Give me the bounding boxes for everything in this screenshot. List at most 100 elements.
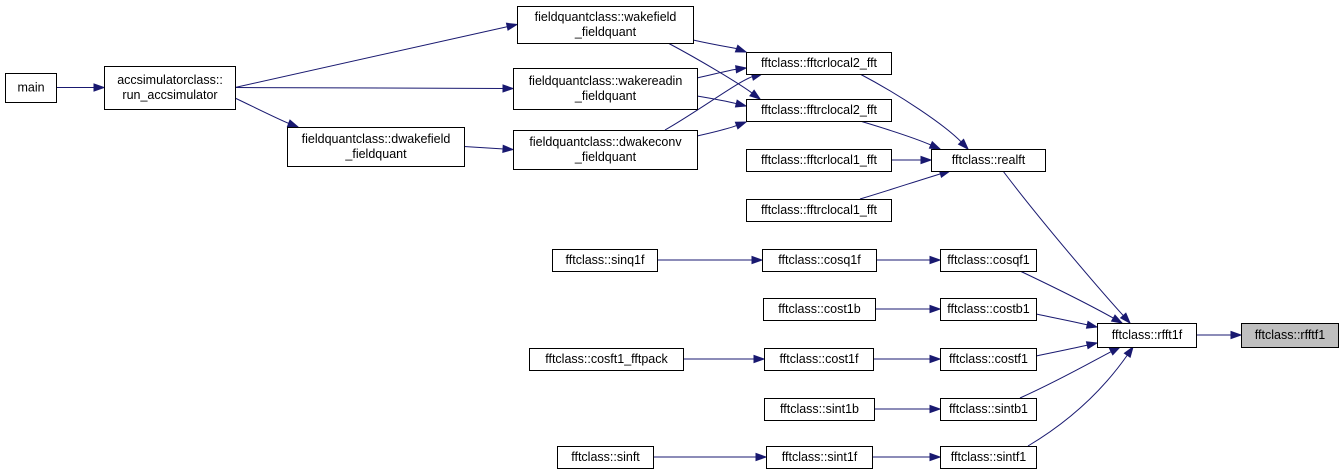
node-box [940, 348, 1037, 371]
edge-fftrclocal1-to-realft [859, 169, 952, 200]
node-box [940, 398, 1037, 421]
node-cost1f[interactable]: fftclass::cost1f [764, 348, 874, 371]
node-fftcrlocal2[interactable]: fftclass::fftcrlocal2_fft [746, 52, 892, 75]
node-label: fieldquantclass::wakefield [535, 10, 677, 24]
arrowhead-icon [93, 83, 106, 92]
node-fftrclocal2[interactable]: fftclass::fftrclocal2_fft [746, 99, 892, 122]
arrowhead-icon [928, 140, 942, 150]
node-sintb1[interactable]: fftclass::sintb1 [940, 398, 1037, 421]
arrowhead-icon [505, 22, 519, 31]
node-box [529, 348, 684, 371]
edge-line [234, 97, 290, 125]
node-run_acc[interactable]: accsimulatorclass::run_accsimulator [104, 66, 236, 110]
node-costf1[interactable]: fftclass::costf1 [940, 348, 1037, 371]
edge-dwakeconv-to-fftrclocal2 [696, 121, 748, 137]
node-label: fftclass::fftcrlocal1_fft [761, 153, 878, 167]
node-box [517, 6, 694, 44]
node-box [764, 398, 875, 421]
arrowhead-icon [929, 354, 942, 364]
node-label: _fieldquant [344, 147, 407, 161]
arrowhead-icon [929, 452, 942, 462]
edge-wakefield-to-fftrclocal2 [667, 42, 762, 100]
node-label: fftclass::cosqf1 [947, 253, 1029, 267]
node-label: fftclass::sint1f [782, 450, 858, 464]
arrowhead-icon [753, 354, 766, 364]
node-label: fftclass::fftrclocal1_fft [761, 203, 878, 217]
node-label: fftclass::rfftf1 [1255, 328, 1325, 342]
edge-line [1019, 270, 1115, 320]
node-costb1[interactable]: fftclass::costb1 [940, 298, 1037, 321]
edge-realft-to-rfft1f [1002, 170, 1132, 325]
node-box [746, 52, 892, 75]
edge-sint1b-to-sintb1 [874, 404, 942, 414]
node-sinq1f[interactable]: fftclass::sinq1f [552, 249, 658, 272]
node-box [940, 446, 1037, 469]
node-dwakefield[interactable]: fieldquantclass::dwakefield_fieldquant [287, 127, 465, 167]
node-realft[interactable]: fftclass::realft [931, 149, 1046, 172]
node-label: fieldquantclass::dwakeconv [529, 135, 682, 149]
arrowhead-icon [957, 138, 970, 151]
node-label: fftclass::rfft1f [1112, 328, 1183, 342]
arrowhead-icon [734, 44, 748, 53]
node-label: _fieldquant [574, 89, 637, 103]
arrowhead-icon [286, 119, 300, 128]
arrowhead-icon [755, 452, 768, 462]
edge-cosft1-to-cost1f [683, 354, 766, 364]
edge-cosq1f-to-cosqf1 [876, 255, 942, 265]
edge-wakereadin-to-fftcrlocal2 [696, 65, 748, 79]
node-sintf1[interactable]: fftclass::sintf1 [940, 446, 1037, 469]
node-dwakeconv[interactable]: fieldquantclass::dwakeconv_fieldquant [513, 130, 698, 170]
edge-line [859, 173, 942, 200]
node-wakereadin[interactable]: fieldquantclass::wakereadin_fieldquant [513, 68, 698, 110]
node-label: fftclass::sintf1 [951, 450, 1027, 464]
edge-fftrclocal2-to-realft [859, 120, 942, 150]
nodes-layer: mainaccsimulatorclass::run_accsimulatorf… [5, 6, 1339, 469]
node-cosq1f[interactable]: fftclass::cosq1f [762, 249, 877, 272]
node-label: accsimulatorclass:: [117, 73, 223, 87]
node-box [746, 99, 892, 122]
edge-line [1035, 344, 1089, 357]
node-label: fftclass::fftrclocal2_fft [761, 103, 878, 117]
node-box [5, 73, 57, 103]
edge-line [696, 68, 738, 79]
node-rfftf1[interactable]: fftclass::rfftf1 [1241, 323, 1339, 348]
node-label: fftclass::sintb1 [949, 402, 1028, 416]
node-label: fftclass::realft [952, 153, 1026, 167]
edge-cosqf1-to-rfft1f [1019, 270, 1124, 324]
node-box [287, 127, 465, 167]
node-cosqf1[interactable]: fftclass::cosqf1 [940, 249, 1037, 272]
arrowhead-icon [502, 84, 515, 93]
node-sinft[interactable]: fftclass::sinft [557, 446, 654, 469]
node-label: fftclass::cosq1f [778, 253, 861, 267]
node-fftcrlocal1[interactable]: fftclass::fftcrlocal1_fft [746, 149, 892, 172]
node-label: fftclass::sinft [571, 450, 640, 464]
node-wakefield[interactable]: fieldquantclass::wakefield_fieldquant [517, 6, 694, 44]
node-label: fftclass::cosft1_fftpack [545, 352, 668, 366]
node-rfft1f[interactable]: fftclass::rfft1f [1097, 323, 1197, 348]
node-fftrclocal1[interactable]: fftclass::fftrclocal1_fft [746, 199, 892, 222]
node-box [1097, 323, 1197, 348]
edge-costf1-to-rfft1f [1035, 341, 1099, 357]
node-label: fftclass::sinq1f [566, 253, 646, 267]
node-cosft1[interactable]: fftclass::cosft1_fftpack [529, 348, 684, 371]
node-cost1b[interactable]: fftclass::cost1b [763, 298, 876, 321]
node-sint1b[interactable]: fftclass::sint1b [764, 398, 875, 421]
node-sint1f[interactable]: fftclass::sint1f [766, 446, 873, 469]
node-box [762, 249, 877, 272]
node-label: _fieldquant [574, 25, 637, 39]
arrowhead-icon [751, 255, 764, 265]
arrowhead-icon [749, 89, 762, 100]
node-main[interactable]: main [5, 73, 57, 103]
edge-run_acc-to-wakereadin [234, 84, 515, 93]
arrowhead-icon [1110, 314, 1124, 324]
edge-main-to-run_acc [56, 83, 106, 92]
arrowhead-icon [929, 404, 942, 414]
edge-line [692, 39, 738, 50]
node-box [1241, 323, 1339, 348]
node-box [557, 446, 654, 469]
edge-line [1019, 350, 1113, 399]
edge-line [859, 120, 932, 146]
node-label: main [17, 81, 44, 95]
node-label: _fieldquant [574, 150, 637, 164]
